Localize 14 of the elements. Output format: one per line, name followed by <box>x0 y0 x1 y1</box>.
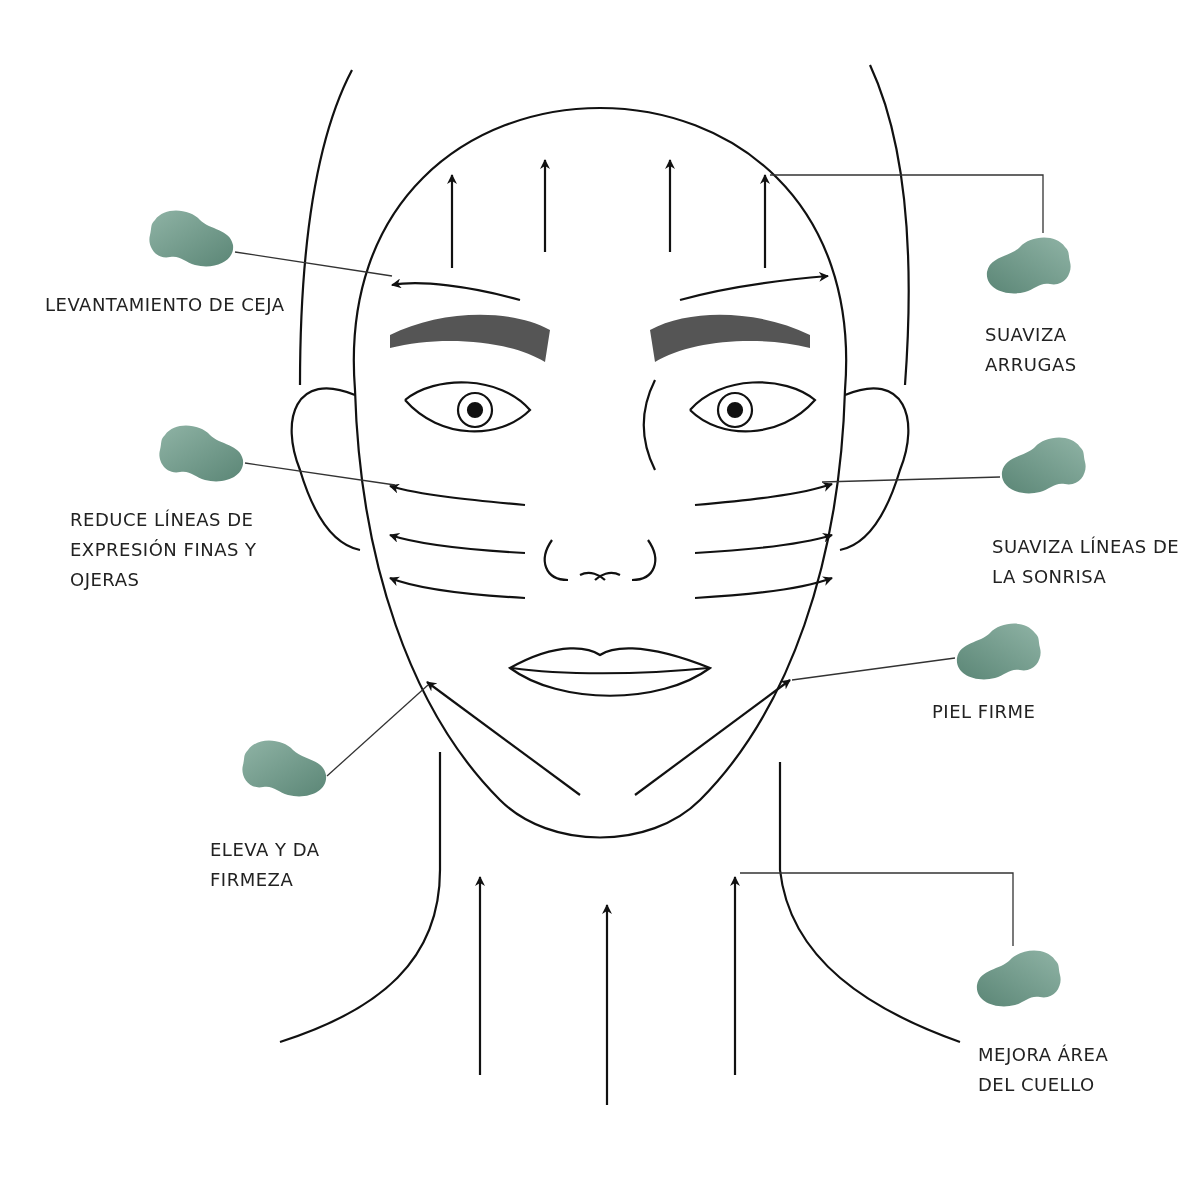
caption-text: PIEL FIRME <box>932 700 1037 724</box>
leader-line <box>821 476 1001 483</box>
caption-text: SUAVIZA LÍNEAS DE LA SONRISA <box>992 535 1181 589</box>
caption-text: REDUCE LÍNEAS DE EXPRESIÓN FINAS Y OJERAS <box>70 508 258 592</box>
leader-line <box>769 174 1044 234</box>
caption-text: LEVANTAMIENTO DE CEJA <box>45 293 285 317</box>
leader-line <box>791 657 956 681</box>
leader-line <box>234 251 393 277</box>
leader-line <box>326 684 429 777</box>
caption-text: MEJORA ÁREA DEL CUELLO <box>978 1043 1110 1097</box>
leader-line <box>244 462 396 486</box>
caption-text: SUAVIZA ARRUGAS <box>985 323 1078 377</box>
caption-text: ELEVA Y DA FIRMEZA <box>210 838 321 892</box>
leader-line <box>739 872 1014 947</box>
